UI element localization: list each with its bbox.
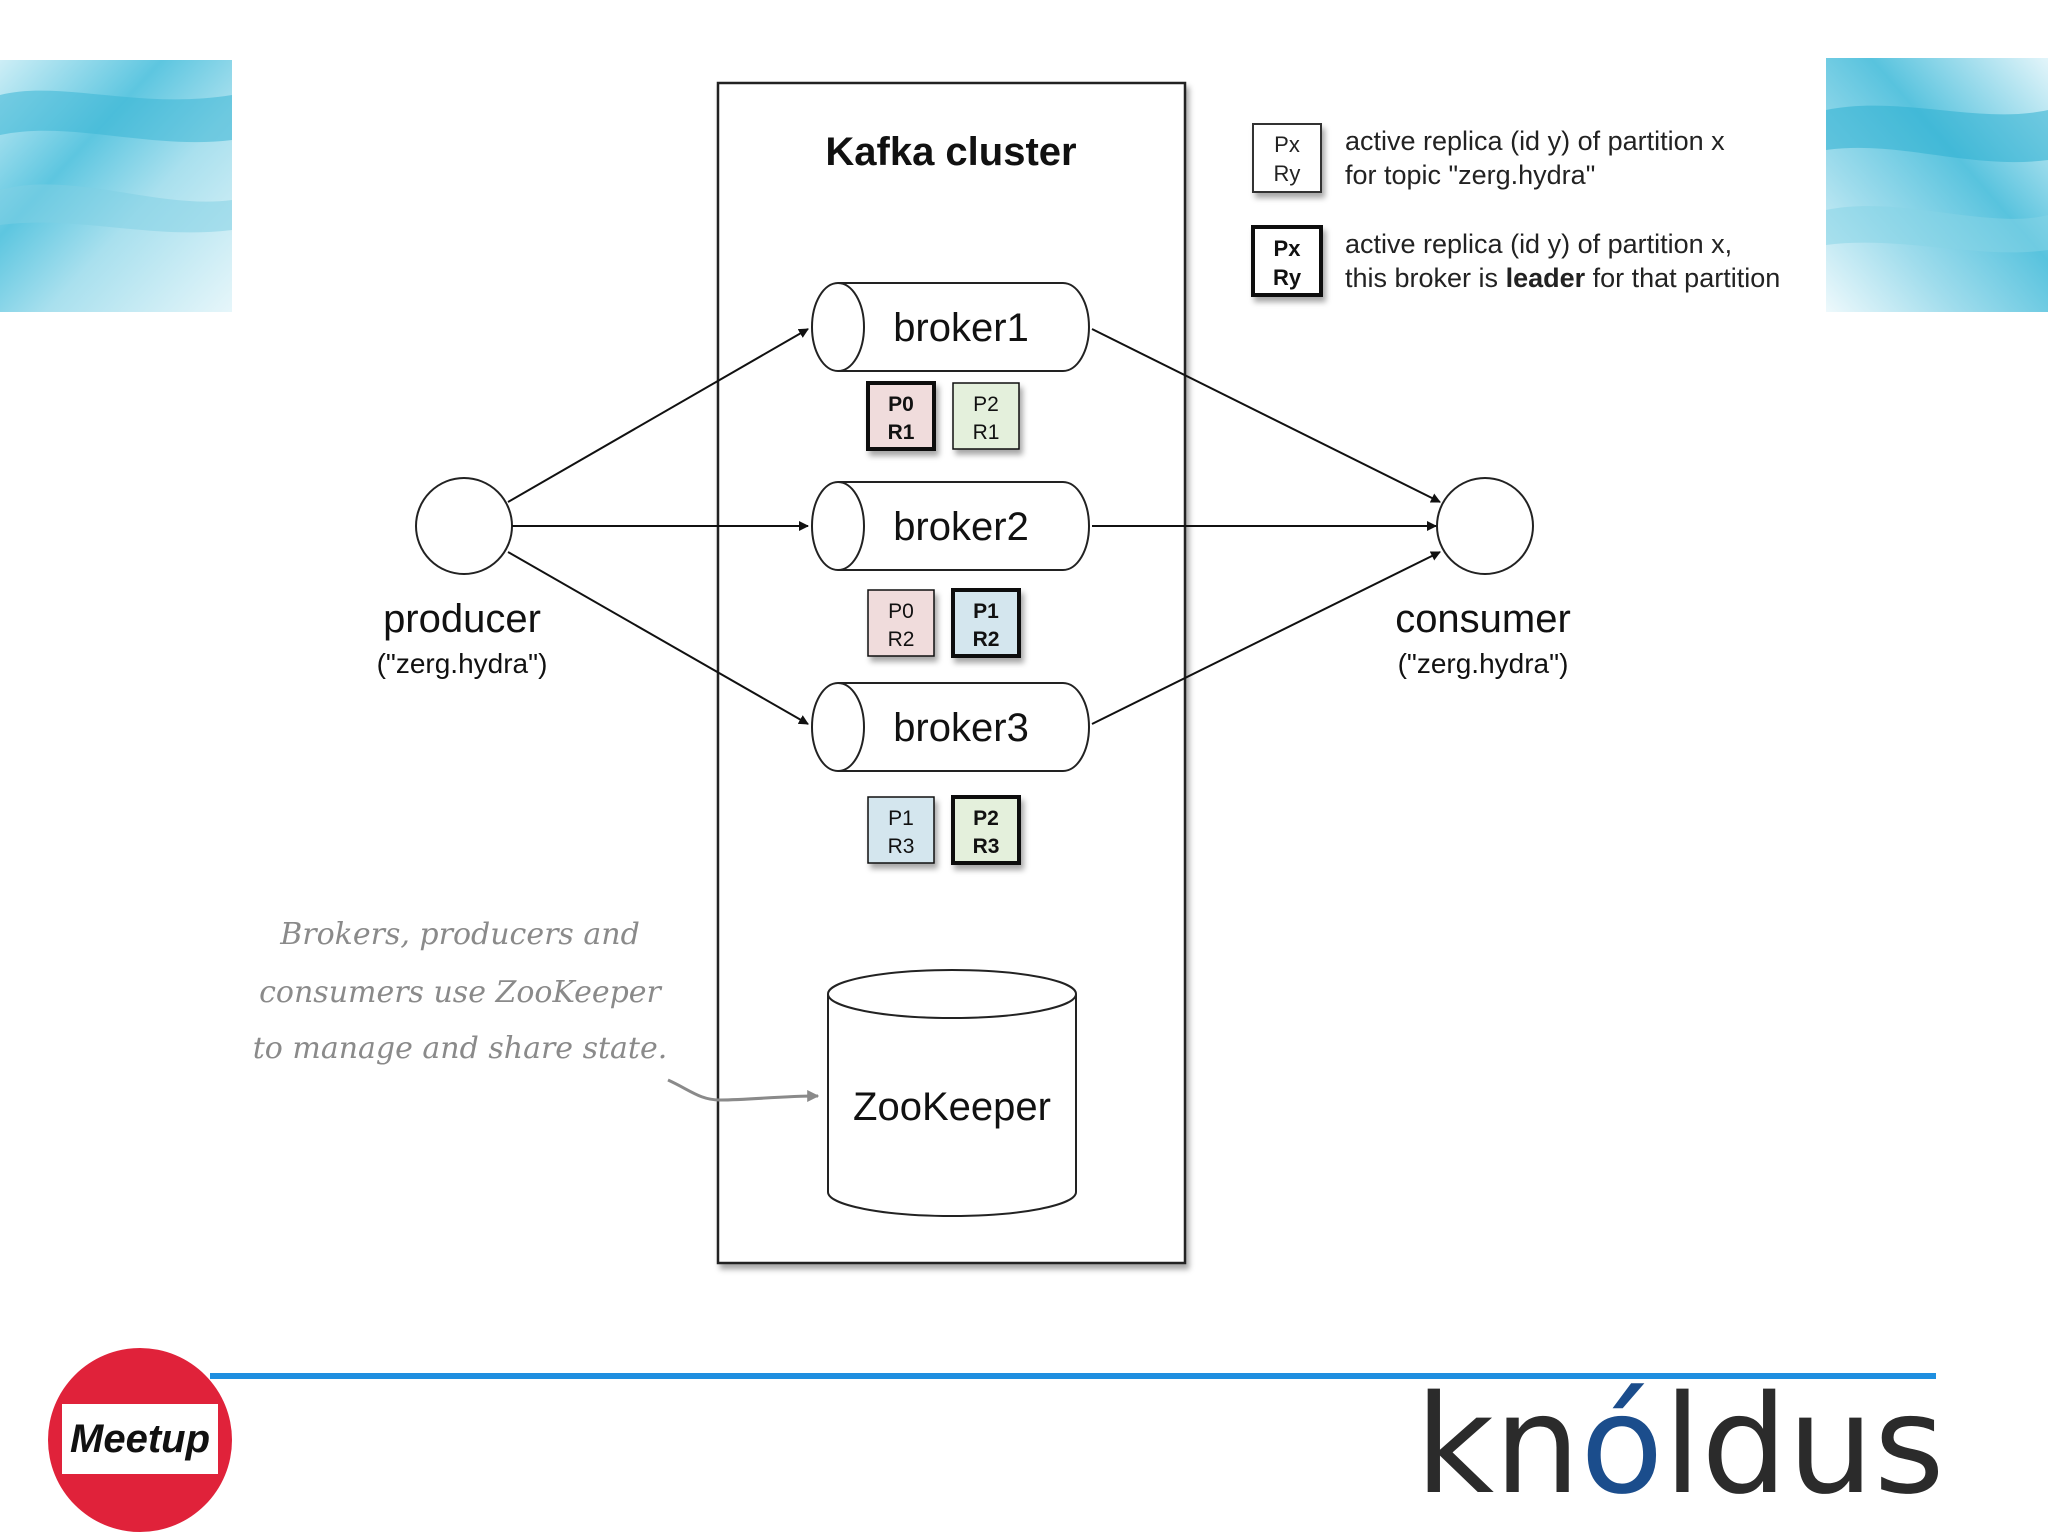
legend-leader-item: Px Ry active replica (id y) of partition… <box>1251 225 1780 297</box>
legend-leader-ry: Ry <box>1273 265 1302 290</box>
legend-replica-px: Px <box>1274 132 1300 157</box>
replica-box: P0 R1 <box>866 381 936 451</box>
legend-leader-box <box>1251 225 1323 297</box>
note-line-1: Brokers, producers and <box>279 917 640 952</box>
broker-3: broker3 <box>811 682 1090 772</box>
replica-box-fill <box>952 382 1020 450</box>
note-arrow <box>667 1078 820 1103</box>
legend-leader-px: Px <box>1274 236 1302 261</box>
meetup-logo-text: Meetup <box>70 1417 210 1461</box>
replica-box: P1 R2 <box>951 588 1021 658</box>
consumer-topic: ("zerg.hydra") <box>1398 648 1569 679</box>
replica-box-fill <box>866 381 936 451</box>
producer-node <box>415 477 513 575</box>
broker-1: broker1 <box>811 282 1090 372</box>
replica-box-fill <box>951 795 1021 865</box>
legend-replica-item: Px Ry active replica (id y) of partition… <box>1252 123 1725 193</box>
replica-partition: P0 <box>888 393 914 416</box>
watercolor-decoration-left <box>0 60 232 312</box>
broker-2: broker2 <box>811 481 1090 571</box>
meetup-logo: Meetup <box>48 1348 232 1532</box>
footer-accent-line <box>210 1373 1936 1379</box>
arrow-producer-broker1 <box>507 328 809 503</box>
replica-id: R1 <box>973 421 1000 444</box>
legend-leader-desc-line1: active replica (id y) of partition x, <box>1345 229 1732 259</box>
replica-box: P2 R3 <box>951 795 1021 865</box>
legend-leader-desc-post: for that partition <box>1585 263 1780 293</box>
replica-box-fill <box>867 796 935 864</box>
producer-topic: ("zerg.hydra") <box>377 648 548 679</box>
replica-partition: P0 <box>888 600 914 623</box>
replica-box-fill <box>951 588 1021 658</box>
broker-label: broker3 <box>893 706 1029 750</box>
replica-id: R2 <box>973 628 1000 651</box>
replica-partition: P1 <box>973 600 999 623</box>
broker-1-replicas: P0 R1 P2 R1 <box>866 381 1020 451</box>
replica-id: R2 <box>888 628 915 651</box>
watercolor-decoration-right <box>1826 58 2048 312</box>
replica-id: R3 <box>973 835 1000 858</box>
replica-partition: P1 <box>888 807 914 830</box>
kafka-cluster-title: Kafka cluster <box>825 130 1076 174</box>
connection-arrows <box>507 328 1441 725</box>
zookeeper-cylinder-body <box>827 994 1077 1217</box>
broker-cylinder <box>838 481 1090 571</box>
note-line-3: to manage and share state. <box>253 1031 668 1066</box>
replica-box: P2 R1 <box>952 382 1020 450</box>
arrow-producer-broker3 <box>507 551 809 725</box>
broker-cylinder-end <box>811 682 865 772</box>
zookeeper-label: ZooKeeper <box>853 1085 1051 1129</box>
consumer-label: consumer <box>1395 597 1571 641</box>
producer-label: producer <box>383 597 541 641</box>
replica-id: R3 <box>888 835 915 858</box>
replica-partition: P2 <box>973 393 999 416</box>
arrow-broker1-consumer <box>1091 328 1441 503</box>
note-line-2: consumers use ZooKeeper <box>259 975 662 1010</box>
knoldus-logo-prefix: kn <box>1415 1367 1580 1525</box>
broker-label: broker2 <box>893 505 1029 549</box>
legend-leader-desc-bold: leader <box>1506 263 1586 293</box>
legend-leader-desc-pre: this broker is <box>1345 263 1506 293</box>
replica-box-fill <box>867 589 935 657</box>
broker-cylinder <box>838 282 1090 372</box>
broker-cylinder-end <box>811 282 865 372</box>
arrow-broker3-consumer <box>1091 551 1441 725</box>
legend: Px Ry active replica (id y) of partition… <box>1251 123 1780 297</box>
broker-3-replicas: P1 R3 P2 R3 <box>867 795 1021 865</box>
zookeeper-cylinder-top <box>827 969 1077 1019</box>
replica-partition: P2 <box>973 807 999 830</box>
broker-cylinder-end <box>811 481 865 571</box>
legend-replica-ry: Ry <box>1274 161 1301 186</box>
replica-id: R1 <box>888 421 915 444</box>
legend-replica-box <box>1252 123 1322 193</box>
zookeeper-note: Brokers, producers and consumers use Zoo… <box>253 917 820 1103</box>
broker-cylinder <box>838 682 1090 772</box>
zookeeper-node: ZooKeeper <box>827 969 1077 1217</box>
legend-replica-desc-line1: active replica (id y) of partition x <box>1345 126 1725 156</box>
knoldus-logo: knóldus <box>1415 1367 1944 1525</box>
meetup-logo-label-bg <box>62 1404 218 1474</box>
replica-box: P0 R2 <box>867 589 935 657</box>
knoldus-logo-accent-o: ó <box>1580 1367 1663 1525</box>
broker-2-replicas: P0 R2 P1 R2 <box>867 588 1021 658</box>
consumer-node <box>1436 477 1534 575</box>
legend-replica-desc-line2: for topic "zerg.hydra" <box>1345 160 1595 190</box>
legend-leader-desc-line2: this broker is leader for that partition <box>1345 263 1780 293</box>
broker-label: broker1 <box>893 306 1029 350</box>
knoldus-logo-suffix: ldus <box>1664 1367 1945 1525</box>
replica-box: P1 R3 <box>867 796 935 864</box>
